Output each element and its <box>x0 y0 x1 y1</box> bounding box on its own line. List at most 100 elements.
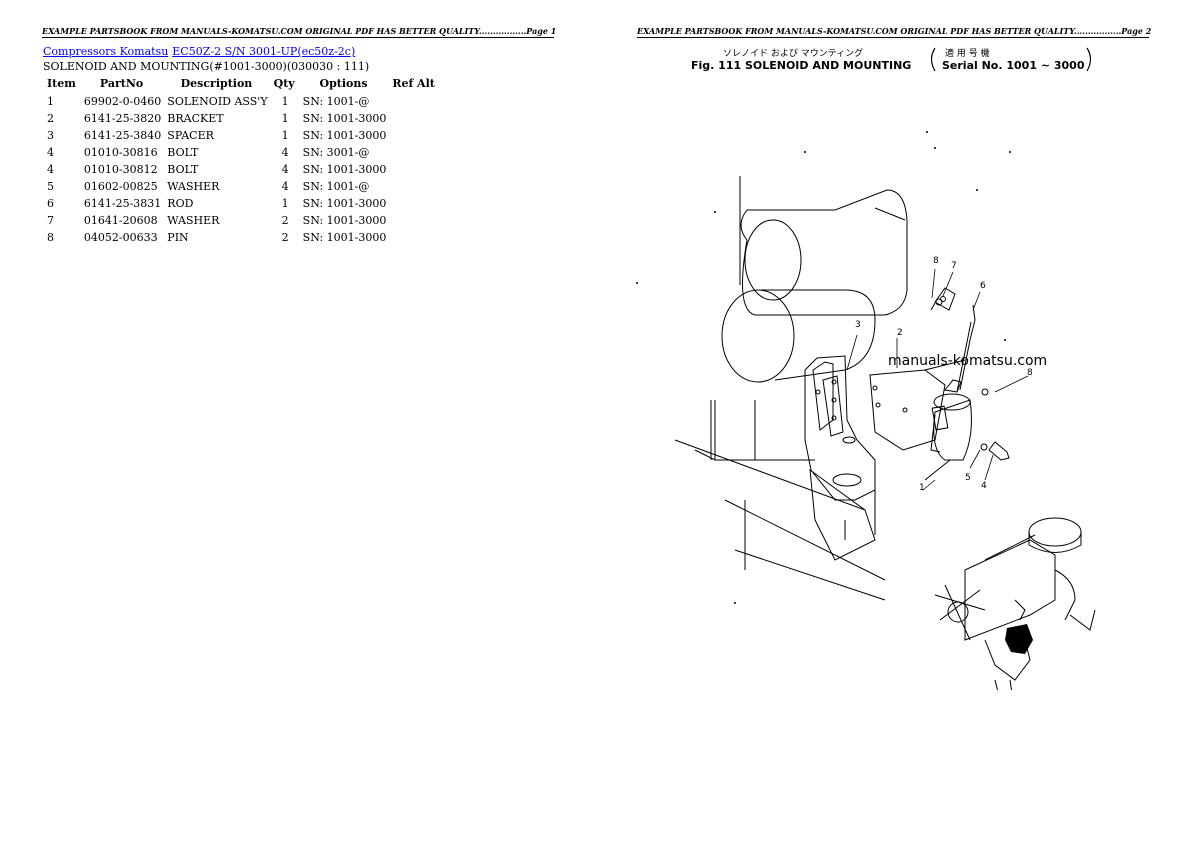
solenoid-assembly <box>924 287 1010 481</box>
page-2-header: EXAMPLE PARTSBOOK FROM MANUALS-KOMATSU.C… <box>637 26 1152 38</box>
callout-4: 4 <box>981 481 987 491</box>
cell-item: 8 <box>47 230 54 244</box>
cell-partno: 04052-00633 <box>83 230 158 244</box>
cell-partno: 01602-00825 <box>83 179 158 193</box>
cell-ref-alt <box>388 93 439 110</box>
callout-6: 6 <box>980 281 986 291</box>
cell-ref-alt <box>388 110 439 127</box>
cell-item: 3 <box>47 128 54 142</box>
figure-japanese-serial: 適 用 号 機 <box>945 47 990 59</box>
page-1: EXAMPLE PARTSBOOK FROM MANUALS-KOMATSU.C… <box>42 26 557 246</box>
cell-qty: 2 <box>281 213 289 227</box>
cell-qty: 1 <box>281 111 289 125</box>
cell-ref-alt <box>388 195 439 212</box>
cell-item: 5 <box>47 179 54 193</box>
parts-table: Item PartNo Description Qty Options Ref … <box>43 76 439 246</box>
cell-ref-alt <box>388 229 439 246</box>
cell-description: SOLENOID ASS'Y <box>167 94 268 108</box>
right-paren-shape <box>1086 47 1092 72</box>
cell-description: BRACKET <box>167 111 224 125</box>
cell-item: 1 <box>47 94 54 108</box>
cell-partno: 6141-25-3831 <box>83 196 162 210</box>
scan-speckles <box>636 131 1011 604</box>
header-options: Options <box>319 77 368 90</box>
compressor-tank-outline <box>674 176 908 601</box>
cell-ref-alt <box>388 161 439 178</box>
cell-description: BOLT <box>167 162 199 176</box>
cell-options: SN: 1001-3000 <box>302 128 387 142</box>
figure-title: Fig. 111 SOLENOID AND MOUNTING <box>691 59 911 72</box>
callout-labels: 8 7 6 3 2 8 1 5 4 <box>855 256 1033 493</box>
cell-description: PIN <box>167 230 189 244</box>
cell-options: SN: 3001-@ <box>302 145 370 159</box>
page-1-header: EXAMPLE PARTSBOOK FROM MANUALS-KOMATSU.C… <box>42 26 557 38</box>
cell-qty: 4 <box>281 179 289 193</box>
cell-qty: 4 <box>281 162 289 176</box>
header-item: Item <box>47 77 76 90</box>
callout-2: 2 <box>897 328 903 338</box>
figure-serial: Serial No. 1001 ~ 3000 <box>942 59 1085 72</box>
cell-options: SN: 1001-@ <box>302 179 370 193</box>
header-ref-alt: Ref Alt <box>392 77 435 90</box>
cell-description: BOLT <box>167 145 199 159</box>
cell-partno: 6141-25-3820 <box>83 111 162 125</box>
cell-qty: 2 <box>281 230 289 244</box>
breadcrumb-link-model[interactable]: EC50Z-2 S/N 3001-UP(ec50z-2c) <box>172 45 356 58</box>
watermark: manuals-komatsu.com <box>888 353 1047 369</box>
cell-partno: 6141-25-3840 <box>83 128 162 142</box>
parts-drawing: ソレノイド および マウンティング Fig. 111 SOLENOID AND … <box>635 40 1165 690</box>
cell-ref-alt <box>388 212 439 229</box>
engine-thumbnail-solenoid-highlight <box>1005 624 1033 654</box>
cell-ref-alt <box>388 144 439 161</box>
cell-options: SN: 1001-3000 <box>302 230 387 244</box>
page-title: SOLENOID AND MOUNTING(#1001-3000)(030030… <box>43 60 370 73</box>
cell-description: SPACER <box>167 128 214 142</box>
cell-partno: 69902-0-0460 <box>83 94 162 108</box>
cell-options: SN: 1001-3000 <box>302 196 387 210</box>
table-row: 7 01641-20608 WASHER 2 SN: 1001-3000 <box>43 212 439 229</box>
callout-8-top: 8 <box>933 256 939 266</box>
callout-7: 7 <box>951 261 957 271</box>
bracket-assembly <box>804 355 966 561</box>
cell-item: 4 <box>47 162 54 176</box>
cell-qty: 1 <box>281 128 289 142</box>
cell-options: SN: 1001-3000 <box>302 213 387 227</box>
figure-japanese-title: ソレノイド および マウンティング <box>723 47 863 59</box>
cell-item: 4 <box>47 145 54 159</box>
callout-3: 3 <box>855 320 861 330</box>
table-row: 4 01010-30816 BOLT 4 SN: 3001-@ <box>43 144 439 161</box>
table-row: 6 6141-25-3831 ROD 1 SN: 1001-3000 <box>43 195 439 212</box>
cell-ref-alt <box>388 127 439 144</box>
table-row: 8 04052-00633 PIN 2 SN: 1001-3000 <box>43 229 439 246</box>
header-description: Description <box>180 77 253 90</box>
cell-item: 6 <box>47 196 54 210</box>
engine-thumbnail <box>934 517 1096 690</box>
cell-qty: 1 <box>281 94 289 108</box>
cell-qty: 4 <box>281 145 289 159</box>
table-row: 3 6141-25-3840 SPACER 1 SN: 1001-3000 <box>43 127 439 144</box>
callout-1: 1 <box>919 483 925 493</box>
table-header-row: Item PartNo Description Qty Options Ref … <box>43 76 439 93</box>
header-qty: Qty <box>273 77 295 90</box>
cell-options: SN: 1001-3000 <box>302 162 387 176</box>
cell-partno: 01641-20608 <box>83 213 158 227</box>
cell-description: WASHER <box>167 213 220 227</box>
cell-item: 2 <box>47 111 54 125</box>
cell-partno: 01010-30816 <box>83 145 158 159</box>
cell-item: 7 <box>47 213 54 227</box>
callout-5: 5 <box>965 473 971 483</box>
header-partno: PartNo <box>99 77 144 90</box>
cell-description: ROD <box>167 196 194 210</box>
cell-qty: 1 <box>281 196 289 210</box>
cell-description: WASHER <box>167 179 220 193</box>
table-row: 5 01602-00825 WASHER 4 SN: 1001-@ <box>43 178 439 195</box>
breadcrumb-link-compressors[interactable]: Compressors Komatsu <box>43 45 169 58</box>
cell-ref-alt <box>388 178 439 195</box>
page-2: EXAMPLE PARTSBOOK FROM MANUALS-KOMATSU.C… <box>595 0 1190 842</box>
left-paren-shape <box>930 47 936 72</box>
callout-leaders <box>846 268 1029 491</box>
